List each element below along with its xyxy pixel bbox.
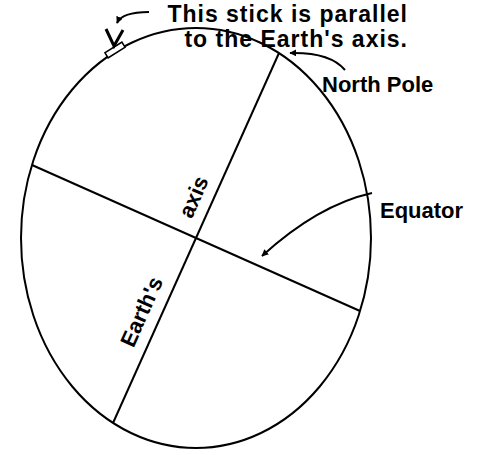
equator-line: [32, 165, 360, 311]
leader-arrow: [290, 53, 345, 70]
axis-label: Earth's: [117, 274, 167, 350]
leader-arrow: [117, 12, 149, 23]
callout-note: This stick is parallel to the Earth's ax…: [153, 2, 408, 52]
earth-outline: [21, 28, 371, 448]
leader-arrow: [262, 193, 372, 256]
equator-label: Equator: [380, 198, 463, 223]
stick-symbol: [106, 29, 123, 46]
pole-label: North Pole: [322, 72, 433, 97]
